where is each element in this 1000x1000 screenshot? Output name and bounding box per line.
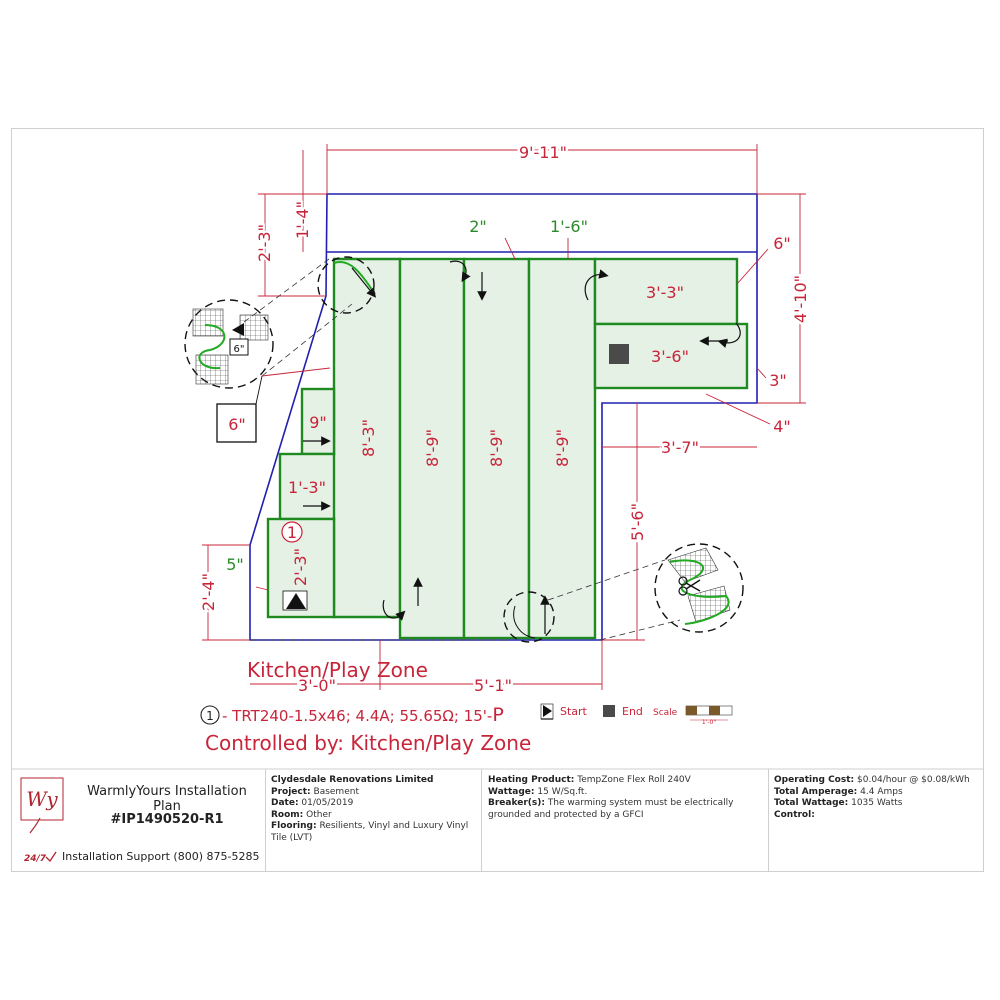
date-field: Date: 01/05/2019: [271, 798, 354, 808]
dimension-lines: [202, 144, 806, 690]
title-block-divider-1: [265, 769, 266, 872]
mat-run-2: [398, 257, 466, 640]
breaker-field: Breaker(s): The warming system must be e…: [488, 798, 734, 820]
dim-bottom-mid-width: 5'-1": [474, 676, 512, 695]
dim-right-3in: 3": [769, 371, 787, 390]
total-amperage-field: Total Amperage: 4.4 Amps: [774, 786, 903, 797]
legend-start-icon: [540, 703, 554, 720]
run-label-6: 3'-6": [651, 347, 689, 366]
dim-right-height: 4'-10": [791, 275, 810, 323]
run-label-3: 8'-9": [487, 429, 506, 467]
boxed-6in-frame: [216, 403, 257, 443]
room-field: Room: Other: [271, 809, 332, 820]
dim-6in-leader: [261, 367, 331, 377]
dim-gap-2in: 2": [469, 217, 487, 236]
title-block-divider-3: [768, 769, 769, 872]
flow-arrows: [303, 260, 741, 621]
plan-id: #IP1490520-R1: [110, 812, 224, 827]
run-label-2: 8'-9": [423, 429, 442, 467]
legend-scale-label: Scale: [653, 708, 678, 718]
run-label-small-9: 9": [309, 413, 327, 432]
dim-bottom-left-width: 3'-0": [298, 676, 336, 695]
dim-detail-6in: 6": [234, 344, 245, 355]
circuit-number-circle: [281, 521, 303, 543]
legend-scale-value: 1'-0": [702, 719, 716, 726]
project-info-column: Clydesdale Renovations Limited Project: …: [271, 775, 476, 844]
legend-end-label: End: [622, 705, 643, 718]
dim-top-width: 9'-11": [519, 143, 567, 162]
plan-sheet: [11, 128, 984, 872]
svg-text:24/7: 24/7: [24, 854, 47, 864]
title-block-divider-2: [481, 769, 482, 872]
dim-strip-1-6: 1'-6": [550, 217, 588, 236]
dim-left-upper: 2'-3": [255, 224, 274, 262]
legend-circle: [200, 705, 220, 725]
dim-boxed-6in: 6": [228, 415, 246, 434]
operating-info-column: Operating Cost: $0.04/hour @ $0.08/kWh T…: [774, 775, 979, 821]
dim-right-6in: 6": [773, 234, 791, 253]
legend-scale-bar: [685, 705, 733, 721]
start-detail-circle: [317, 256, 377, 314]
run-label-small-1-3: 1'-3": [288, 478, 326, 497]
run-label-4: 8'-9": [553, 429, 572, 467]
project-field: Project: Basement: [271, 786, 359, 797]
dim-lower-right-height: 5'-6": [628, 503, 647, 541]
legend-start-label: Start: [560, 705, 588, 718]
svg-text:Wy: Wy: [26, 787, 58, 811]
zone-label: Kitchen/Play Zone: [247, 658, 428, 682]
mat-end-detail-circle: [184, 299, 274, 389]
legend-end-icon: [603, 705, 615, 717]
company-title: WarmlyYours Installation Plan: [87, 784, 247, 814]
heating-info-column: Heating Product: TempZone Flex Roll 240V…: [488, 775, 758, 821]
dim-left-strip: 1'-4": [293, 201, 312, 239]
dim-lower-right-width: 3'-7": [661, 438, 699, 457]
operating-cost-field: Operating Cost: $0.04/hour @ $0.08/kWh: [774, 775, 970, 785]
cut-detail-circle: [654, 543, 744, 633]
detail-leaders: [243, 258, 681, 641]
run-label-1: 8'-3": [359, 419, 378, 457]
run-label-small-2-3: 2'-3": [291, 548, 310, 586]
heating-product-field: Heating Product: TempZone Flex Roll 240V: [488, 775, 691, 785]
warmlyyours-logo: Wy: [20, 777, 64, 834]
controlled-by: Controlled by: Kitchen/Play Zone: [205, 731, 531, 755]
installation-support: Installation Support (800) 875-5285: [62, 850, 260, 863]
legend-circle-number: 1: [206, 709, 214, 723]
dim-left-5in: 5": [226, 555, 244, 574]
wattage-field: Wattage: 15 W/Sq.ft.: [488, 786, 588, 797]
dim-right-4in: 4": [773, 417, 791, 436]
dim-left-lower: 2'-4": [199, 573, 218, 611]
company-name: Clydesdale Renovations Limited: [271, 775, 434, 785]
start-marker: [282, 590, 308, 611]
dim-6in-leader-2: [255, 375, 263, 405]
control-field: Control:: [774, 809, 815, 820]
heating-mats: [266, 257, 749, 640]
total-wattage-field: Total Wattage: 1035 Watts: [774, 798, 903, 808]
circuit-number: 1: [287, 523, 297, 542]
flooring-field: Flooring: Resilients, Vinyl and Luxury V…: [271, 821, 469, 843]
end-detail-circle: [503, 591, 555, 643]
run-label-5: 3'-3": [646, 283, 684, 302]
end-marker: [609, 344, 629, 364]
support-24-7-icon: 24/7: [24, 851, 57, 864]
mat-run-4: [527, 257, 597, 640]
legend-spec: - TRT240-1.5x46; 4.4A; 55.65Ω; 15'-P: [222, 704, 504, 726]
